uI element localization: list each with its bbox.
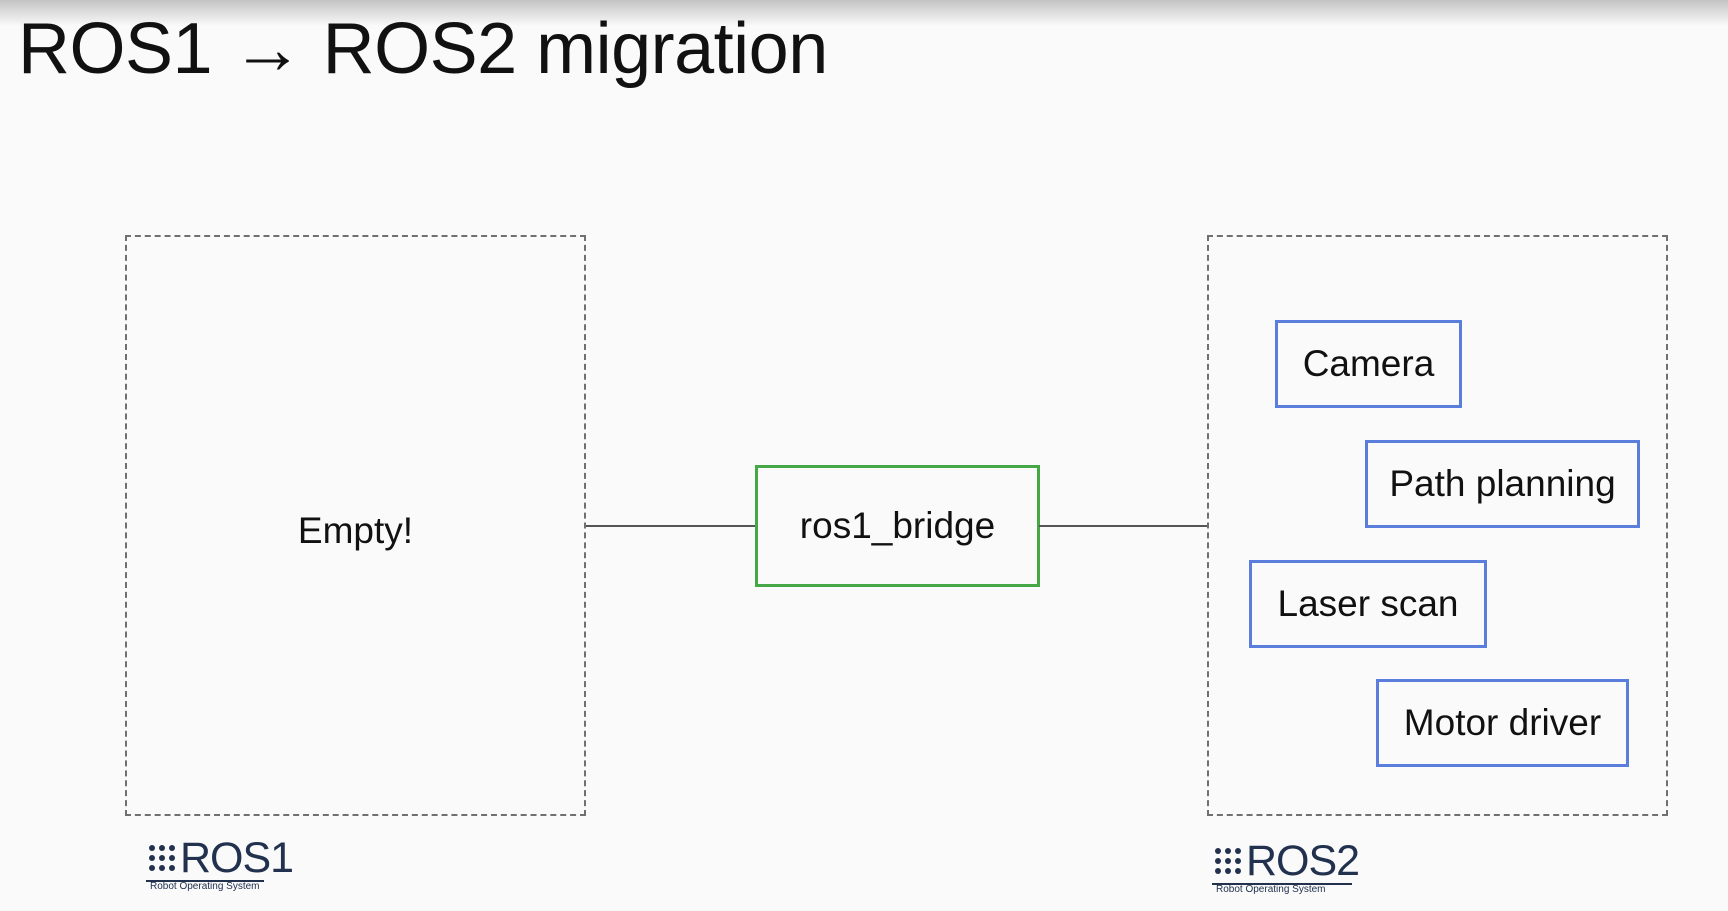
ros2-node-laser-scan: Laser scan bbox=[1249, 560, 1487, 648]
ros2-node-camera: Camera bbox=[1275, 320, 1462, 408]
ros1-logo-tagline: Robot Operating System bbox=[150, 881, 260, 892]
ros1-logo: ROS1 Robot Operating System bbox=[146, 835, 306, 895]
ros2-logo-underline bbox=[1212, 883, 1352, 885]
ros1-logo-text: ROS1 bbox=[180, 834, 294, 882]
ros2-logo-text: ROS2 bbox=[1246, 837, 1360, 885]
ros2-node-motor-driver: Motor driver bbox=[1376, 679, 1629, 767]
ros2-environment-box bbox=[1207, 235, 1668, 816]
bridge-to-ros2-connector bbox=[1039, 525, 1209, 527]
ros1-environment-box: Empty! bbox=[125, 235, 586, 816]
ros1-logo-underline bbox=[146, 880, 264, 882]
ros2-logo: ROS2 Robot Operating System bbox=[1212, 838, 1372, 898]
ros-dots-icon bbox=[1215, 848, 1241, 874]
ros-dots-icon bbox=[149, 845, 175, 871]
top-shade bbox=[0, 0, 1728, 26]
ros2-node-path-planning: Path planning bbox=[1365, 440, 1640, 528]
slide-title: ROS1 → ROS2 migration bbox=[18, 9, 828, 89]
ros1-to-bridge-connector bbox=[586, 525, 756, 527]
ros2-logo-tagline: Robot Operating System bbox=[1216, 884, 1326, 895]
ros1-bridge-node: ros1_bridge bbox=[755, 465, 1040, 587]
ros1-empty-label: Empty! bbox=[297, 510, 414, 551]
